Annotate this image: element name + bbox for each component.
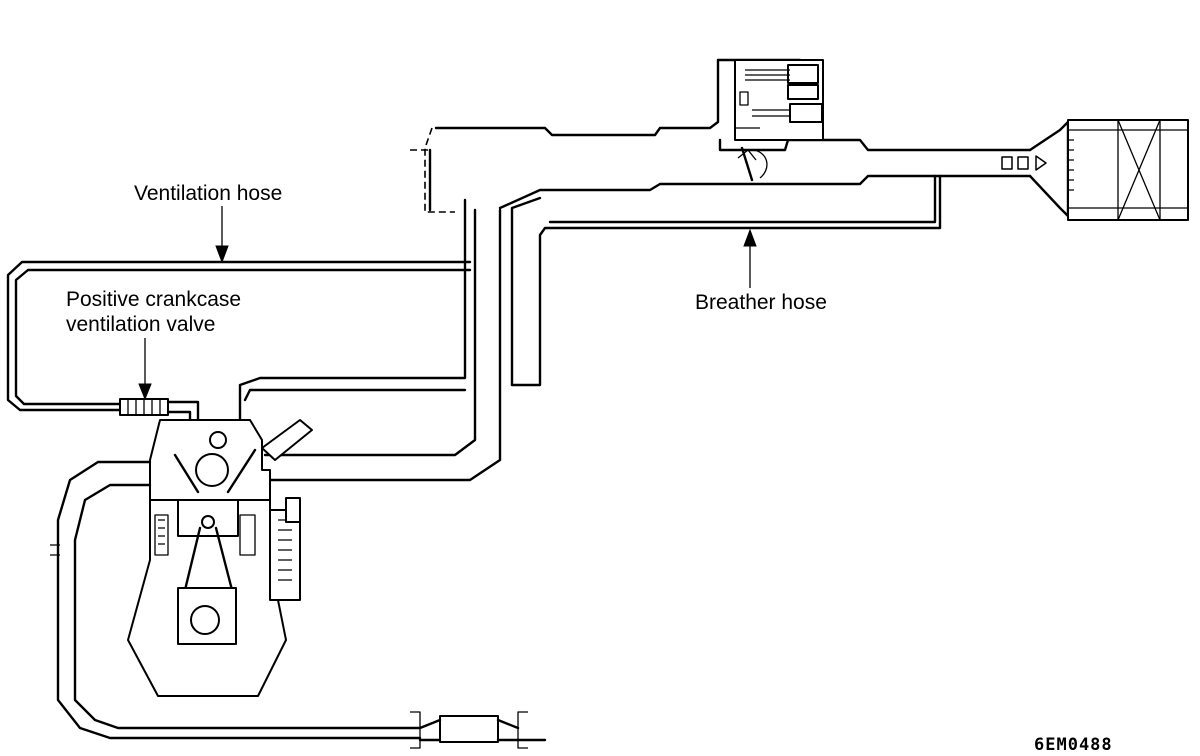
pcv-valve <box>119 398 200 422</box>
ventilation-hose <box>6 260 472 422</box>
pcv-valve-label-line2: ventilation valve <box>66 313 215 336</box>
exhaust-pipe <box>50 460 547 749</box>
leader-arrows <box>138 206 757 401</box>
engine-block <box>127 419 313 697</box>
pcv-valve-label-line1: Positive crankcase <box>66 288 241 311</box>
breather-hose-label: Breather hose <box>695 291 827 314</box>
breather-hose <box>238 174 942 482</box>
air-cleaner <box>1001 119 1189 221</box>
ventilation-hose-label: Ventilation hose <box>134 182 282 205</box>
throttle-body <box>734 59 824 182</box>
intake-duct <box>410 58 1032 213</box>
figure-code: 6EM0488 <box>1034 735 1113 755</box>
